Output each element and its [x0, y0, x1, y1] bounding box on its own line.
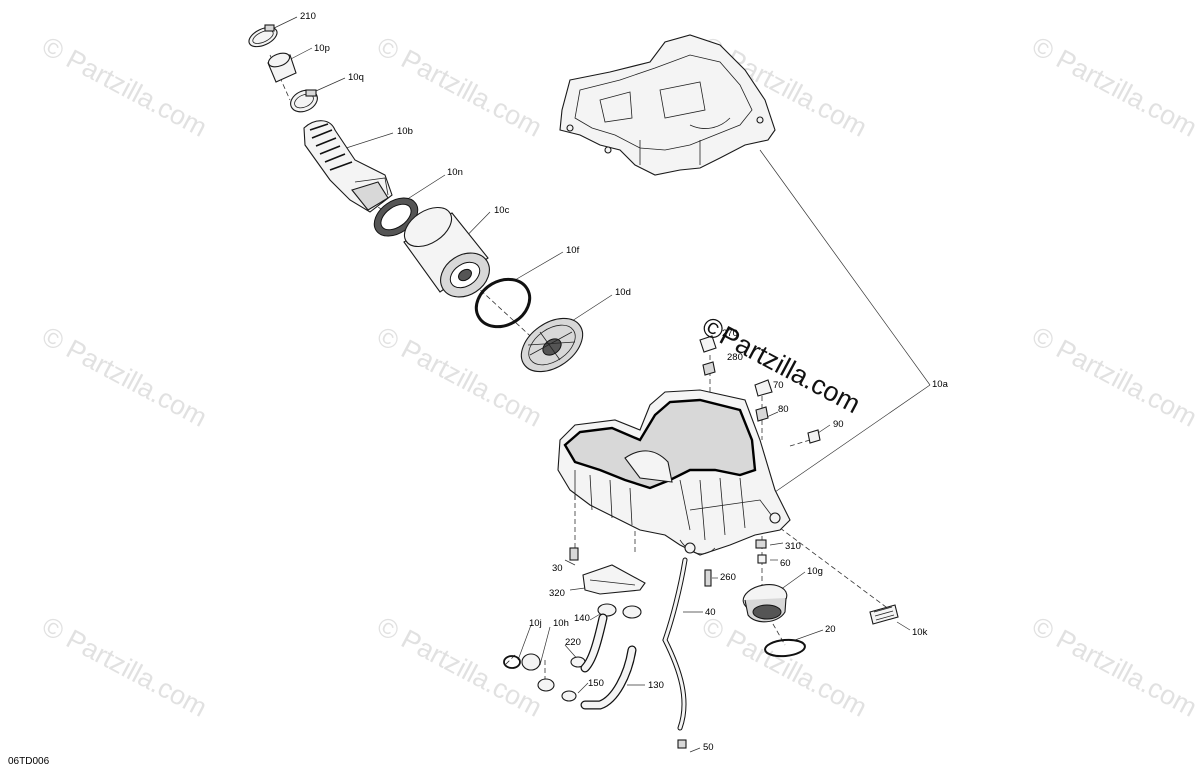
hardware-items [569, 335, 821, 587]
callout-320: 320 [549, 588, 565, 599]
watermark-text: © Partzilla.com [697, 611, 872, 723]
callout-10f: 10f [566, 245, 580, 256]
watermark-text: © Partzilla.com [372, 611, 547, 723]
bolt-260 [704, 569, 712, 587]
coupler-10p [267, 52, 297, 83]
o-ring-10f [474, 277, 532, 329]
label-10k [869, 604, 899, 625]
callout-10j: 10j [529, 618, 542, 629]
nut-280 [702, 361, 716, 376]
clamp-10j [503, 655, 521, 669]
clamp-220b [537, 678, 555, 692]
watermark-text: © Partzilla.com [1027, 611, 1200, 723]
callout-50: 50 [703, 742, 714, 753]
callout-310: 310 [785, 541, 801, 552]
clamp-20 [764, 638, 806, 658]
callout-220: 220 [565, 637, 581, 648]
callout-140: 140 [574, 613, 590, 624]
diagram-code: 06TD006 [8, 756, 50, 767]
duct-connector-10g [742, 584, 788, 623]
callout-10d: 10d [615, 287, 631, 298]
upper-airbox-cover [559, 34, 776, 176]
grommet-270 [699, 335, 717, 353]
callout-30: 30 [552, 563, 563, 574]
clamp-140b [622, 605, 642, 619]
callout-10c: 10c [494, 205, 510, 216]
callout-40: 40 [705, 607, 716, 618]
callout-150: 150 [588, 678, 604, 689]
clamp-10q [290, 89, 318, 113]
callout-labels: 210 10p 10q 10b 10n 10c 10f 10d 10a 270 … [300, 11, 949, 753]
bolt-310 [755, 539, 767, 549]
callout-270: 270 [722, 328, 738, 339]
watermark-text: © Partzilla.com [1027, 321, 1200, 433]
callout-10k: 10k [912, 627, 928, 638]
watermark-text: © Partzilla.com [37, 321, 212, 433]
callout-260: 260 [720, 572, 736, 583]
air-filter-10c [403, 206, 490, 298]
small-clamps [503, 603, 642, 702]
watermark-text: © Partzilla.com [372, 321, 547, 433]
clamp-10h [521, 653, 541, 671]
callout-60: 60 [780, 558, 791, 569]
callout-10q: 10q [348, 72, 364, 83]
hoses [580, 557, 688, 749]
filter-cover-10d [520, 317, 584, 373]
callout-20: 20 [825, 624, 836, 635]
callout-10a: 10a [932, 379, 949, 390]
callout-10b: 10b [397, 126, 413, 137]
callout-90: 90 [833, 419, 844, 430]
leader-lines [269, 16, 931, 753]
watermark-text: © Partzilla.com [37, 611, 212, 723]
watermark-text: © Partzilla.com [1027, 31, 1200, 143]
callout-130: 130 [648, 680, 664, 691]
bolt-90 [807, 429, 821, 444]
callout-80: 80 [778, 404, 789, 415]
watermark-text: © Partzilla.com [37, 31, 212, 143]
callout-10g: 10g [807, 566, 823, 577]
callout-280: 280 [727, 352, 743, 363]
callout-10h: 10h [553, 618, 569, 629]
clamp-150 [561, 690, 577, 702]
clip-30 [569, 547, 579, 561]
plug-50 [677, 739, 687, 749]
callout-10p: 10p [314, 43, 330, 54]
callout-210: 210 [300, 11, 316, 22]
callout-70: 70 [773, 380, 784, 391]
intake-duct-10b [303, 120, 393, 213]
washer-60 [757, 554, 767, 564]
callout-10n: 10n [447, 167, 463, 178]
washer-70 [754, 379, 773, 397]
nut-80 [755, 406, 769, 422]
airbox-base-10a [557, 389, 791, 556]
plate-320 [582, 564, 646, 595]
clamp-210 [248, 24, 278, 48]
